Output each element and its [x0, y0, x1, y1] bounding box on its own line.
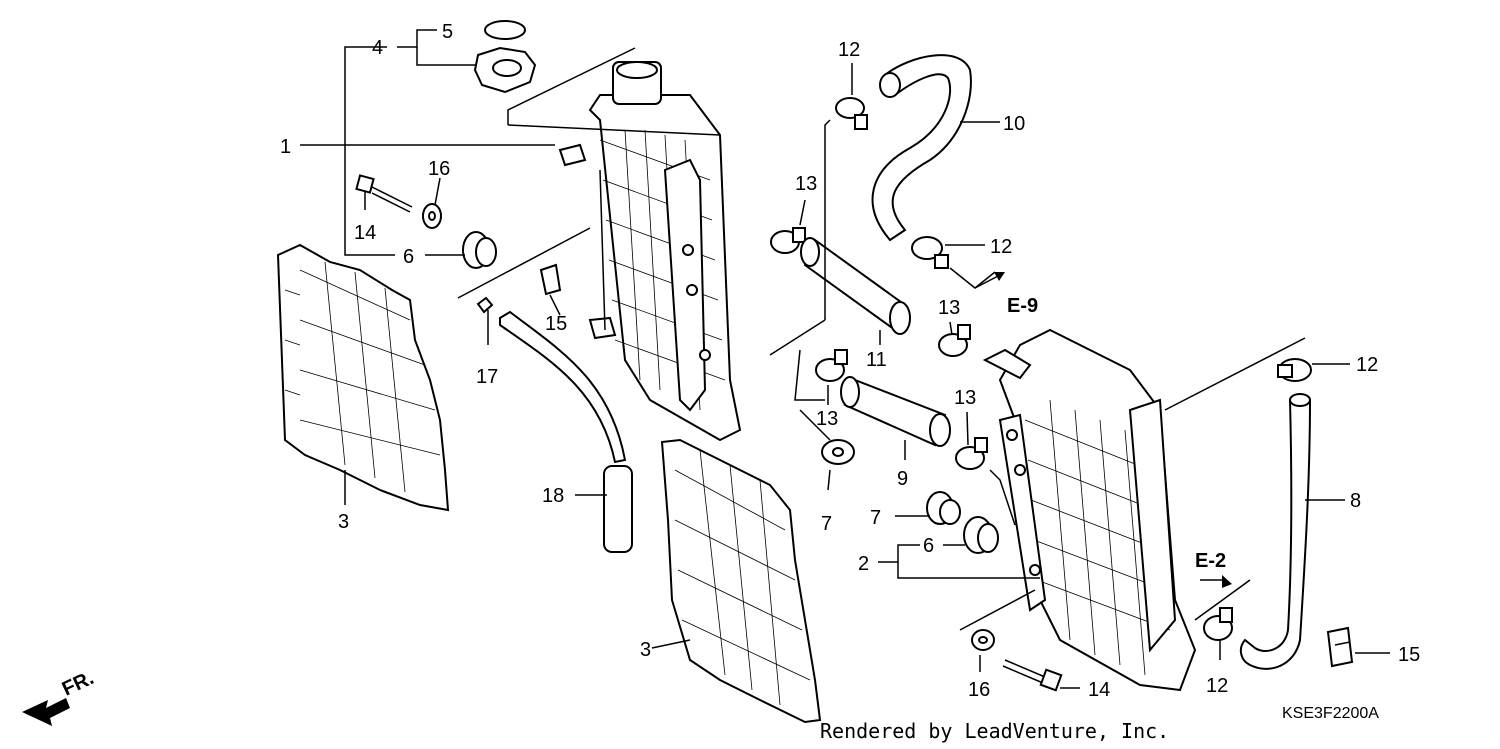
- right-radiator: [982, 328, 1197, 692]
- front-direction-arrow: FR.: [22, 667, 97, 726]
- diagram-code: KSE3F2200A: [1282, 705, 1379, 722]
- label-17: 17: [476, 366, 498, 388]
- label-5: 5: [442, 21, 453, 43]
- collar-right: [926, 491, 961, 525]
- label-12-mid: 12: [990, 236, 1012, 258]
- part-labels: 1 2 3 3 4 5 6 6 7 7 8 9 10 11 12 12 12 1…: [280, 21, 1420, 701]
- label-13-lower: 13: [954, 387, 976, 409]
- flange-bolt-right: [1002, 659, 1063, 692]
- hose-clamp-13-upper: [770, 227, 806, 254]
- label-13-right: 13: [938, 297, 960, 319]
- label-1: 1: [280, 136, 291, 158]
- label-14-right: 14: [1088, 679, 1110, 701]
- connecting-pipe-lower: [840, 376, 951, 447]
- label-13-mid: 13: [816, 408, 838, 430]
- front-marker-label: FR.: [59, 667, 97, 701]
- hose-clamp-13-mid: [815, 349, 848, 382]
- hose-clamp-13-right: [938, 324, 971, 357]
- left-radiator-shroud: [276, 243, 450, 512]
- ref-label-e9: E-9: [1007, 295, 1038, 317]
- breather-tube: [499, 310, 633, 553]
- footer-credit: Rendered by LeadVenture, Inc.: [820, 719, 1169, 743]
- grommet-left: [462, 231, 497, 269]
- radiator-cap: [473, 46, 537, 94]
- label-8: 8: [1350, 490, 1361, 512]
- label-7-right: 7: [870, 507, 881, 529]
- label-3-left: 3: [338, 511, 349, 533]
- collar-mid: [821, 439, 855, 465]
- label-12-lower: 12: [1206, 675, 1228, 697]
- clip-left: [539, 263, 562, 296]
- connecting-pipe-upper: [800, 237, 911, 335]
- flange-bolt-left: [355, 174, 413, 213]
- label-16-left: 16: [428, 158, 450, 180]
- label-6-right: 6: [923, 535, 934, 557]
- label-4: 4: [372, 37, 383, 59]
- grommet-right: [963, 516, 999, 554]
- label-14-left: 14: [354, 222, 376, 244]
- hose-clamp-12-right: [1277, 358, 1312, 382]
- left-radiator: [558, 61, 742, 442]
- upper-radiator-hose: [871, 54, 972, 242]
- clip-right: [1326, 626, 1354, 668]
- hose-clamp-12-upper: [835, 97, 868, 130]
- ref-label-e2: E-2: [1195, 550, 1226, 572]
- label-10: 10: [1003, 113, 1025, 135]
- hose-clamp-13-lower: [955, 437, 988, 470]
- label-13-upper: 13: [795, 173, 817, 195]
- label-12-top: 12: [838, 39, 860, 61]
- label-15-right: 15: [1398, 644, 1420, 666]
- lower-radiator-shroud: [660, 438, 822, 724]
- label-16-right: 16: [968, 679, 990, 701]
- label-11: 11: [866, 349, 887, 371]
- label-3-lower: 3: [640, 639, 651, 661]
- label-7-mid: 7: [821, 513, 832, 535]
- tube-clamp: [476, 296, 494, 314]
- cap-seal: [484, 20, 526, 40]
- label-2: 2: [858, 553, 869, 575]
- hose-clamp-12-mid: [911, 236, 949, 269]
- washer-left: [422, 203, 442, 229]
- hose-clamp-12-lower: [1203, 607, 1233, 641]
- leader-lines: [300, 29, 1390, 689]
- label-12-right: 12: [1356, 354, 1378, 376]
- label-6-left: 6: [403, 246, 414, 268]
- washer-right: [971, 629, 995, 651]
- label-9: 9: [897, 468, 908, 490]
- label-15-left: 15: [545, 313, 567, 335]
- ref-arrow-e2: [1222, 575, 1232, 588]
- label-18: 18: [542, 485, 564, 507]
- ref-arrow-e9: [974, 272, 1005, 289]
- lower-radiator-hose: [1239, 393, 1312, 670]
